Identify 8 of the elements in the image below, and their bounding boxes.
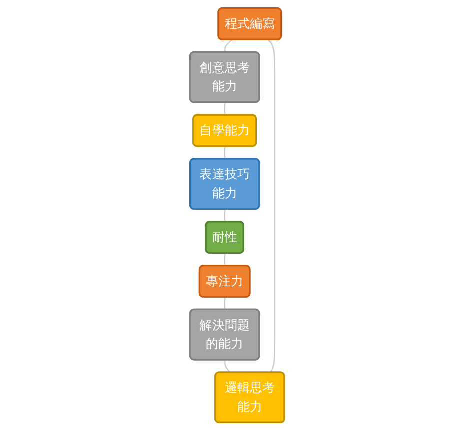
connector bbox=[224, 297, 226, 310]
connector bbox=[224, 146, 226, 160]
connector bbox=[224, 210, 226, 222]
connector bbox=[224, 360, 230, 374]
connector bbox=[224, 102, 226, 116]
connector bbox=[267, 40, 276, 374]
connector bbox=[224, 40, 232, 53]
connector bbox=[224, 254, 226, 266]
